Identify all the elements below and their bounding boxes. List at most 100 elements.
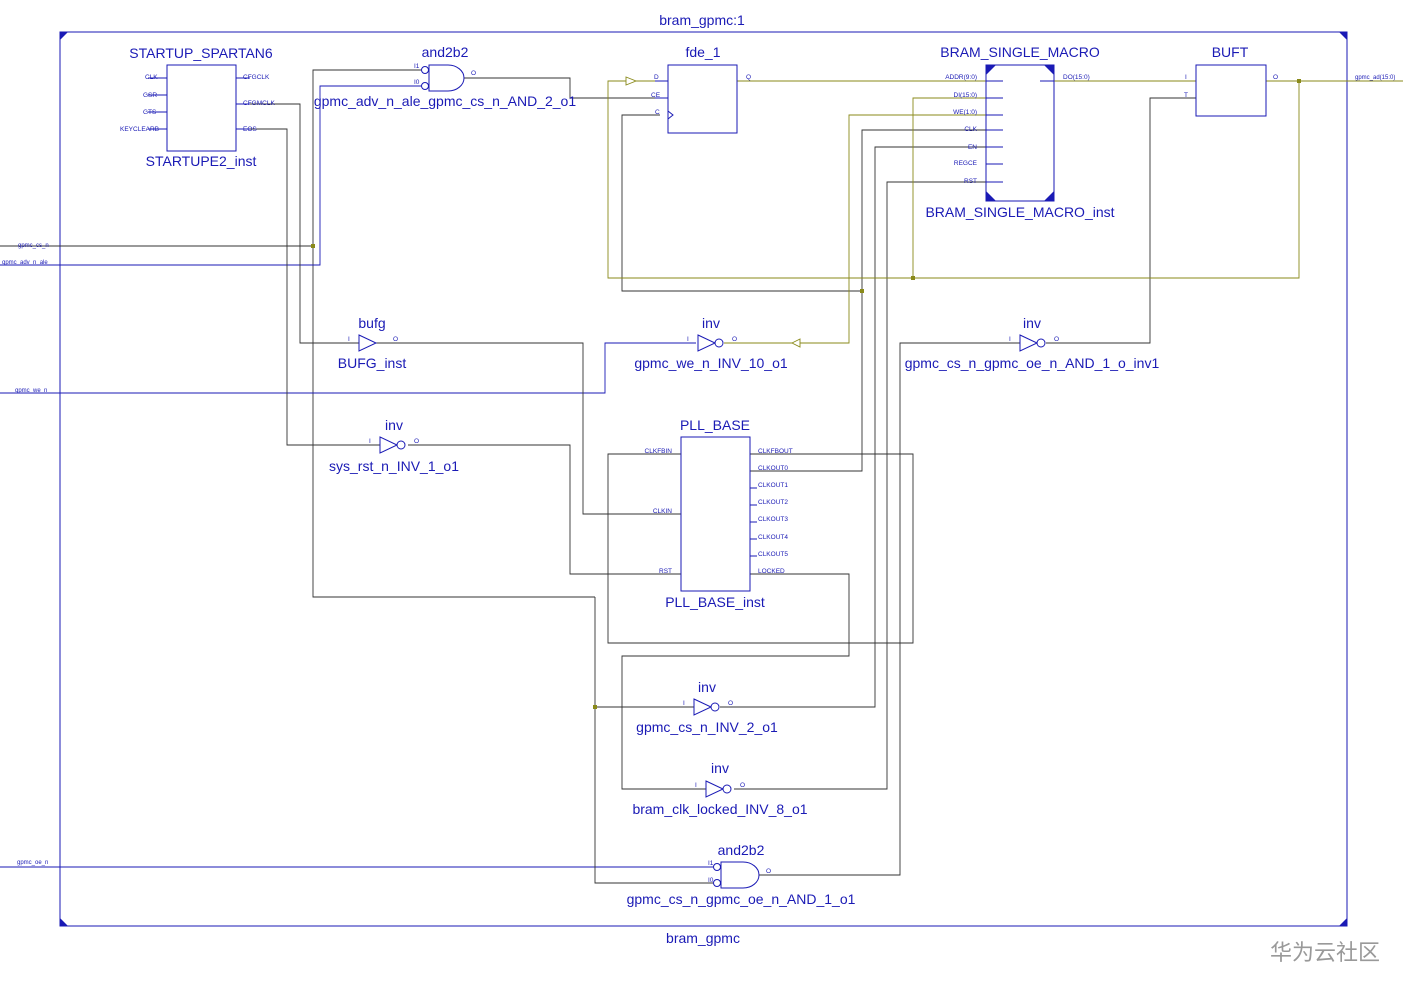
inv-locked-gate[interactable]: inv I O bram_clk_locked_INV_8_o1: [632, 760, 807, 817]
module-frame: [59, 31, 1348, 927]
fde-pin-q: Q: [746, 74, 751, 81]
and-oe-gate[interactable]: and2b2 I1 I0 O gpmc_cs_n_gpmc_oe_n_AND_1…: [627, 842, 856, 907]
pll-pin-clkout3: CLKOUT3: [758, 516, 788, 523]
port-gpmc-ad: gpmc_ad(15:0): [1355, 75, 1395, 81]
pll-pin-clkin: CLKIN: [653, 508, 672, 515]
startup-pin-eos: EOS: [243, 126, 257, 133]
inv-cs-inst-label: gpmc_cs_n_INV_2_o1: [636, 719, 778, 735]
bram-pin-regce: REGCE: [954, 160, 978, 167]
and-oe-type-label: and2b2: [718, 842, 765, 858]
fde-pin-ce: CE: [651, 92, 661, 99]
and-ale-pin-i1: I1: [414, 63, 420, 70]
inv-we-type-label: inv: [702, 315, 720, 331]
inv-locked-pin-i: I: [695, 782, 697, 789]
inv-oe-inst-label: gpmc_cs_n_gpmc_oe_n_AND_1_o_inv1: [905, 355, 1160, 371]
inv-cs-type-label: inv: [698, 679, 716, 695]
fde-type-label: fde_1: [685, 44, 720, 60]
startup-type-label: STARTUP_SPARTAN6: [129, 45, 273, 61]
watermark-text: 华为云社区: [1270, 941, 1380, 966]
and-ale-pin-o: O: [471, 70, 476, 77]
bufg-pin-o: O: [393, 336, 398, 343]
inv-oe-pin-i: I: [1009, 336, 1011, 343]
bufg-gate[interactable]: bufg I O BUFG_inst: [338, 315, 407, 371]
port-gpmc-cs-n: gpmc_cs_n: [18, 243, 49, 249]
module-top-label: bram_gpmc:1: [659, 12, 745, 28]
startup-pin-cfgmclk: CFGMCLK: [243, 100, 275, 107]
inv-rst-type-label: inv: [385, 417, 403, 433]
inv-locked-pin-o: O: [740, 782, 745, 789]
pll-pin-clkout4: CLKOUT4: [758, 534, 788, 541]
buft-pin-i: I: [1185, 74, 1187, 81]
buft-type-label: BUFT: [1212, 44, 1249, 60]
and-ale-type-label: and2b2: [422, 44, 469, 60]
nets: [0, 69, 1403, 884]
pll-pin-clkout0: CLKOUT0: [758, 465, 788, 472]
inv-locked-inst-label: bram_clk_locked_INV_8_o1: [632, 801, 807, 817]
inv-locked-type-label: inv: [711, 760, 729, 776]
pll-pin-clkout2: CLKOUT2: [758, 499, 788, 506]
inv-oe-gate[interactable]: inv I O gpmc_cs_n_gpmc_oe_n_AND_1_o_inv1: [905, 315, 1160, 371]
bram-pin-rst: RST: [964, 178, 977, 185]
pll-block[interactable]: PLL_BASE CLKFBIN CLKIN RST CLKFBOUT CLKO…: [645, 417, 793, 610]
inv-rst-pin-o: O: [414, 438, 419, 445]
inv-rst-pin-i: I: [369, 438, 371, 445]
and-oe-pin-o: O: [766, 868, 771, 875]
bufg-type-label: bufg: [358, 315, 385, 331]
pll-type-label: PLL_BASE: [680, 417, 750, 433]
bram-pin-we: WE(1:0): [953, 109, 977, 116]
bram-pin-clk: CLK: [964, 126, 977, 133]
bufg-pin-i: I: [348, 336, 350, 343]
startup-pin-cfgclk: CFGCLK: [243, 74, 270, 81]
startup-pin-gsr: GSR: [143, 92, 157, 99]
bram-pin-di: DI(15:0): [954, 92, 977, 99]
inv-cs-pin-o: O: [728, 700, 733, 707]
buft-block[interactable]: BUFT I T O: [1184, 44, 1278, 117]
startup-block[interactable]: STARTUP_SPARTAN6 CLK GSR GTS KEYCLEARB C…: [120, 45, 275, 169]
bram-pin-do: DO(15:0): [1063, 74, 1090, 81]
and-oe-pin-i1: I1: [708, 860, 714, 867]
bufg-inst-label: BUFG_inst: [338, 355, 407, 371]
inv-we-gate[interactable]: inv I O gpmc_we_n_INV_10_o1: [634, 315, 788, 371]
inv-we-pin-i: I: [687, 336, 689, 343]
and-oe-pin-i0: I0: [708, 877, 714, 884]
port-gpmc-we-n: gpmc_we_n: [15, 388, 47, 394]
pll-pin-clkfbout: CLKFBOUT: [758, 448, 793, 455]
pll-pin-locked: LOCKED: [758, 568, 785, 575]
port-gpmc-adv-n-ale: gpmc_adv_n_ale: [2, 260, 48, 266]
and-oe-inst-label: gpmc_cs_n_gpmc_oe_n_AND_1_o1: [627, 891, 856, 907]
inv-cs-gate[interactable]: inv I O gpmc_cs_n_INV_2_o1: [636, 679, 778, 735]
port-gpmc-oe-n: gpmc_oe_n: [17, 860, 48, 866]
pll-pin-clkout1: CLKOUT1: [758, 482, 788, 489]
inv-cs-pin-i: I: [683, 700, 685, 707]
bram-pin-en: EN: [968, 144, 977, 151]
module-bottom-label: bram_gpmc: [666, 930, 740, 946]
startup-pin-clk: CLK: [145, 74, 158, 81]
fde-pin-c: C: [655, 109, 660, 116]
inv-we-pin-o: O: [732, 336, 737, 343]
bram-inst-label: BRAM_SINGLE_MACRO_inst: [925, 204, 1114, 220]
bram-type-label: BRAM_SINGLE_MACRO: [940, 44, 1100, 60]
junction-dots: [311, 79, 1301, 709]
inv-we-inst-label: gpmc_we_n_INV_10_o1: [634, 355, 788, 371]
and-ale-inst-label: gpmc_adv_n_ale_gpmc_cs_n_AND_2_o1: [314, 93, 577, 109]
fde-block[interactable]: fde_1 D CE C Q: [651, 44, 751, 134]
startup-pin-gts: GTS: [143, 109, 157, 116]
inv-rst-inst-label: sys_rst_n_INV_1_o1: [329, 458, 459, 474]
bram-block[interactable]: BRAM_SINGLE_MACRO ADDR(9:0) DI(15:0) WE(…: [925, 44, 1114, 220]
buft-pin-t: T: [1184, 92, 1188, 99]
startup-inst-label: STARTUPE2_inst: [146, 153, 257, 169]
and-ale-gate[interactable]: and2b2 I1 I0 O gpmc_adv_n_ale_gpmc_cs_n_…: [314, 44, 577, 109]
startup-pin-keyclearb: KEYCLEARB: [120, 126, 159, 133]
bus-arrow-fde-d: [625, 76, 638, 86]
pll-inst-label: PLL_BASE_inst: [665, 594, 765, 610]
pll-pin-clkout5: CLKOUT5: [758, 551, 788, 558]
pll-pin-clkfbin: CLKFBIN: [645, 448, 673, 455]
buft-pin-o: O: [1273, 74, 1278, 81]
inv-rst-gate[interactable]: inv I O sys_rst_n_INV_1_o1: [329, 417, 459, 474]
inv-oe-type-label: inv: [1023, 315, 1041, 331]
bram-pin-addr: ADDR(9:0): [945, 74, 977, 81]
fde-pin-d: D: [654, 74, 659, 81]
inv-oe-pin-o: O: [1054, 336, 1059, 343]
bus-arrow-we: [790, 338, 801, 348]
